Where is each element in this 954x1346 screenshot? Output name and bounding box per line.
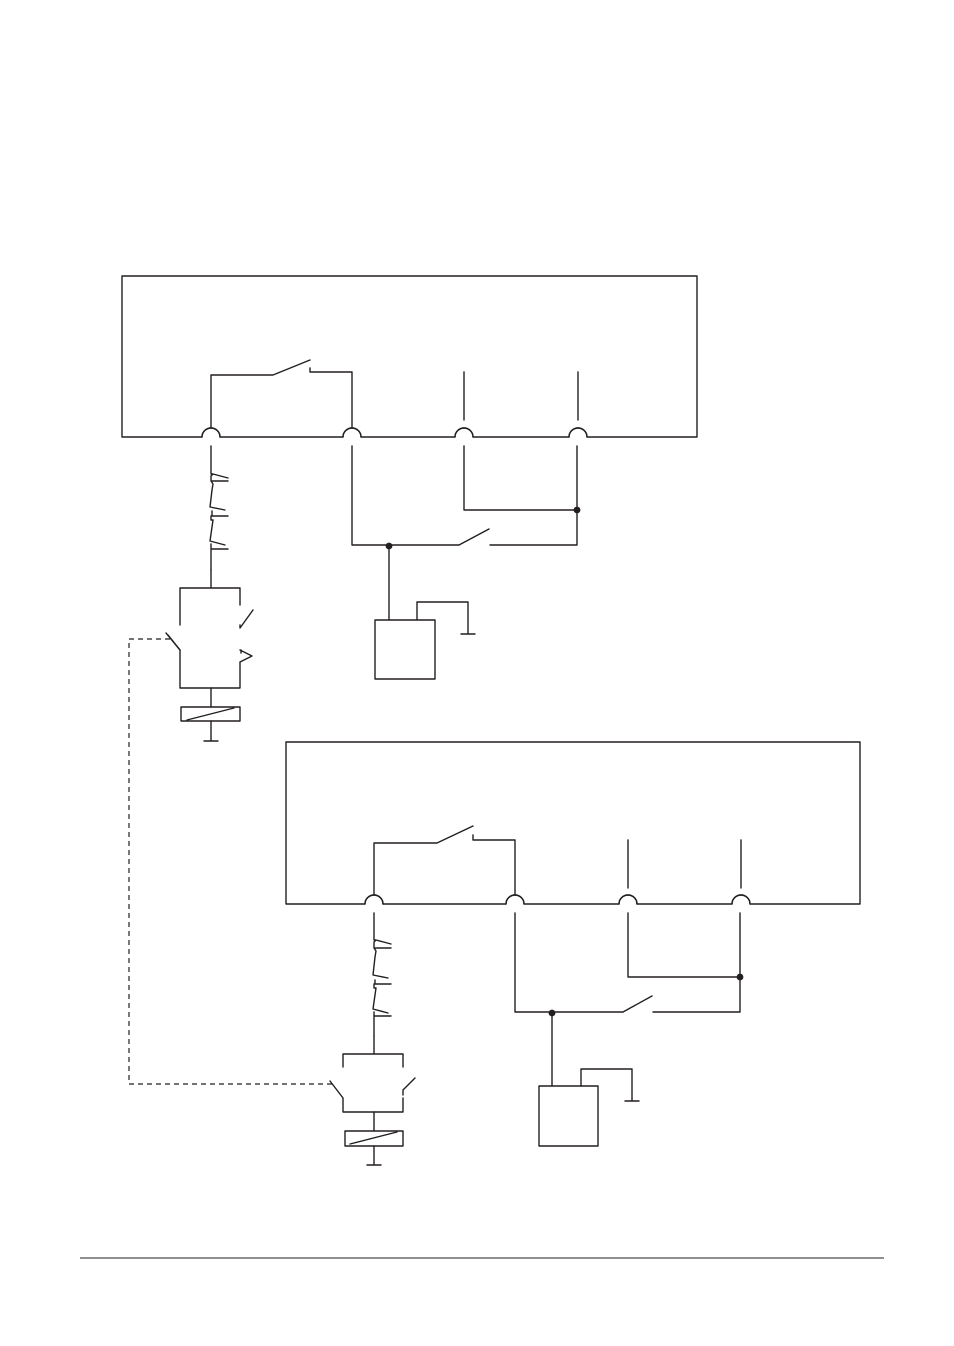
unit-2-load-ground (580, 1068, 640, 1102)
unit-1-relay-coil-slash (186, 707, 235, 721)
unit-1-series-contacts (209, 445, 229, 571)
unit-2-load-box (538, 1085, 599, 1147)
unit-1-terminal-3 (454, 427, 474, 438)
unit-1-ground (203, 720, 219, 742)
unit-2-terminals (364, 894, 751, 905)
unit-2 (285, 741, 861, 1166)
unit-1-enclosure (121, 275, 698, 438)
unit-2-external-wiring (514, 912, 741, 1087)
unit-1-load-ground (416, 601, 476, 635)
unit-1-interlock-contacts (167, 569, 254, 689)
unit-2-series-contacts (372, 912, 392, 1037)
unit-1 (121, 275, 698, 742)
unit-2-terminal-4 (731, 894, 751, 905)
unit-1-external-wiring (351, 445, 578, 621)
unit-2-terminal-3 (618, 894, 638, 905)
unit-1-terminal-2 (342, 427, 362, 438)
unit-1-terminal-4 (568, 427, 588, 438)
unit-1-terminal-1 (201, 427, 221, 438)
unit-2-interlock-contacts (329, 1035, 416, 1113)
unit-1-internal-relay-contact (210, 359, 353, 429)
unit-2-enclosure (285, 741, 861, 905)
unit-1-interlock-contact-mark (165, 632, 181, 651)
unit-2-terminal-1 (364, 894, 384, 905)
unit-2-relay-coil-slash (349, 1131, 398, 1145)
unit-1-junction-a (385, 542, 393, 550)
unit-2-ground (366, 1145, 382, 1166)
unit-1-junction-b (573, 506, 581, 514)
unit-2-junction-b (736, 973, 744, 981)
mechanical-interlock-link (128, 638, 334, 1085)
unit-2-junction-a (548, 1009, 556, 1017)
unit-1-load-box (374, 619, 436, 680)
unit-1-terminals (201, 427, 588, 438)
unit-2-internal-relay-contact (373, 825, 516, 896)
unit-2-terminal-2 (505, 894, 525, 905)
